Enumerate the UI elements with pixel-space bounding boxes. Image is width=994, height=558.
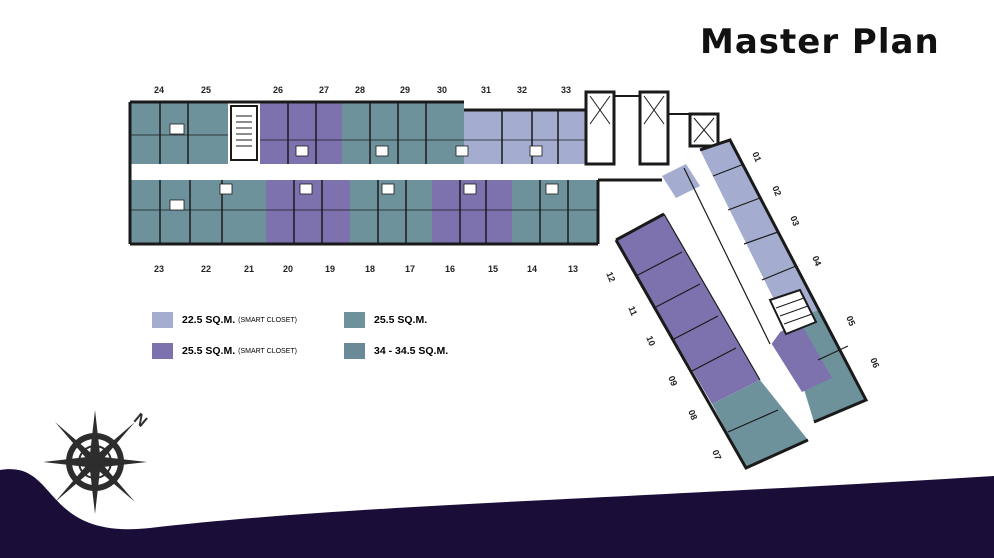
unit-number: 19 [325, 264, 335, 274]
main-block [128, 100, 600, 246]
legend-item: 25.5 SQ.M.(SMART CLOSET) [152, 343, 297, 359]
unit-number: 01 [750, 150, 763, 163]
unit-labels: 24 25 26 27 28 29 30 31 32 33 23 22 21 20 19 18 17 16 15 14… [154, 85, 881, 461]
unit-number: 14 [527, 264, 537, 274]
legend-sublabel: (SMART CLOSET) [238, 347, 297, 355]
legend-sublabel: (SMART CLOSET) [238, 316, 297, 324]
unit-number: 07 [710, 448, 723, 461]
unit-number: 25 [201, 85, 211, 95]
unit-number: 15 [488, 264, 498, 274]
unit-number: 24 [154, 85, 164, 95]
legend-swatch [152, 343, 173, 359]
unit-number: 12 [604, 270, 617, 283]
legend-item: 22.5 SQ.M.(SMART CLOSET) [152, 312, 297, 328]
unit-number: 29 [400, 85, 410, 95]
unit-number: 03 [788, 214, 801, 227]
diagonal-wing [598, 138, 869, 470]
unit-number: 04 [810, 254, 823, 267]
unit-number: 17 [405, 264, 415, 274]
unit-number: 11 [626, 305, 639, 318]
service-cores [584, 90, 720, 166]
unit-number: 10 [644, 334, 657, 347]
unit-number: 26 [273, 85, 283, 95]
legend-item: 25.5 SQ.M. [344, 312, 427, 328]
legend-label: 25.5 SQ.M. [182, 345, 236, 357]
legend-label: 25.5 SQ.M. [374, 314, 428, 326]
legend-item: 34 - 34.5 SQ.M. [344, 343, 448, 359]
bottom-wave [0, 469, 994, 558]
unit-number: 27 [319, 85, 329, 95]
legend-swatch [344, 343, 365, 359]
unit-number: 08 [686, 408, 699, 421]
unit-number: 30 [437, 85, 447, 95]
unit-number: 32 [517, 85, 527, 95]
unit-number: 09 [666, 374, 679, 387]
unit-number: 33 [561, 85, 571, 95]
unit-number: 31 [481, 85, 491, 95]
unit-number: 16 [445, 264, 455, 274]
unit-number: 05 [844, 314, 857, 327]
unit-number: 02 [770, 184, 783, 197]
unit-number: 21 [244, 264, 254, 274]
legend-label: 22.5 SQ.M. [182, 314, 236, 326]
unit-number: 06 [868, 356, 881, 369]
unit-number: 20 [283, 264, 293, 274]
legend-swatch [152, 312, 173, 328]
legend-swatch [344, 312, 365, 328]
unit-number: 22 [201, 264, 211, 274]
legend-label: 34 - 34.5 SQ.M. [374, 345, 449, 357]
unit-number: 23 [154, 264, 164, 274]
page-title: Master Plan [700, 22, 940, 62]
unit-number: 18 [365, 264, 375, 274]
compass-icon [43, 410, 147, 514]
unit-number: 13 [568, 264, 578, 274]
unit-number: 28 [355, 85, 365, 95]
